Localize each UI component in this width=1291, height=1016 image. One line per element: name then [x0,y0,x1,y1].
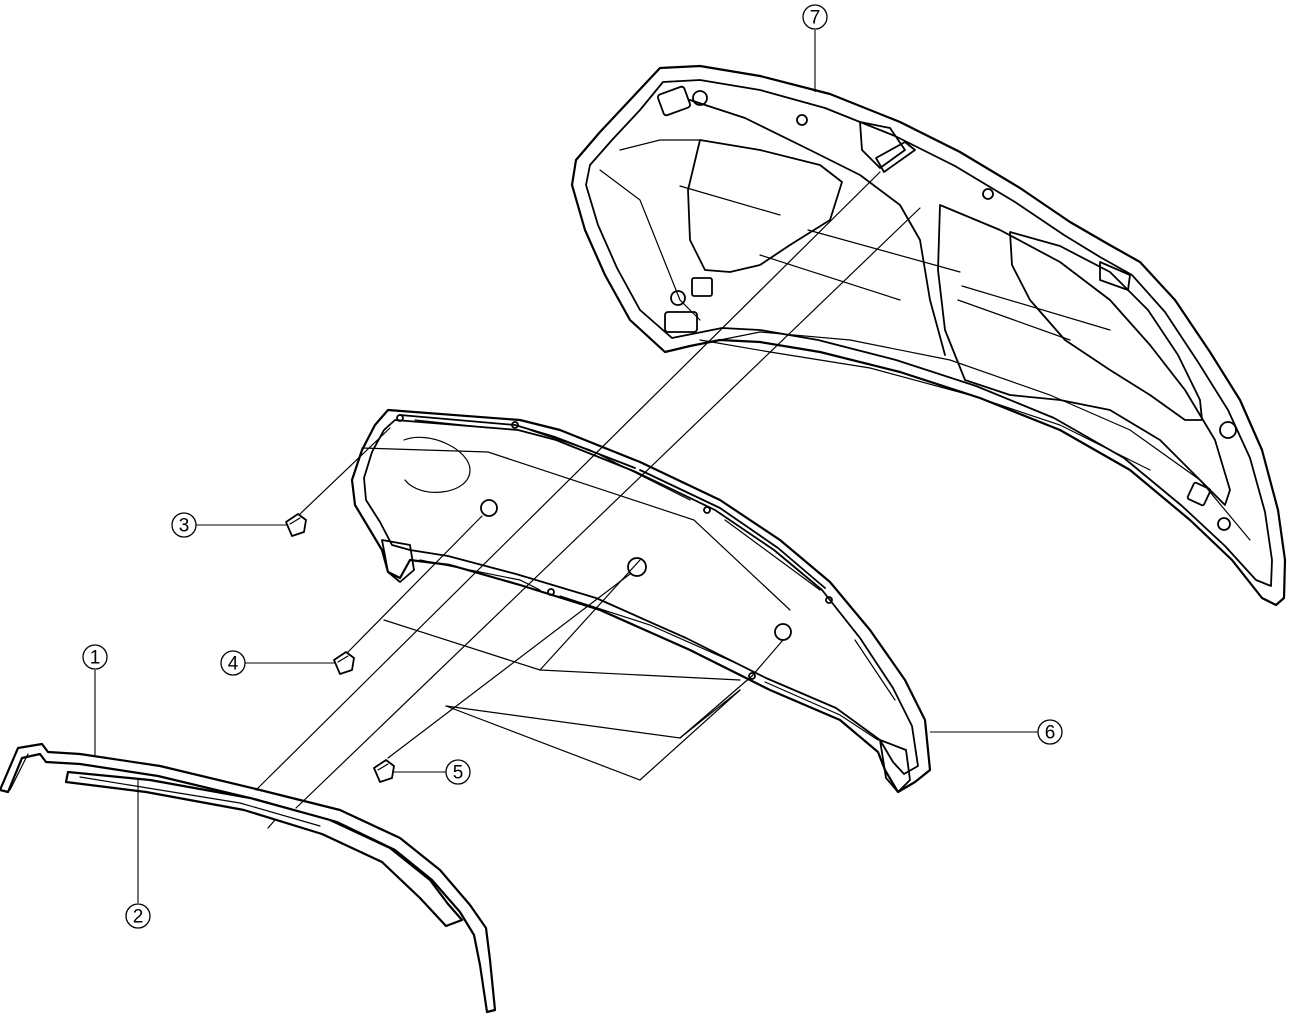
callout-1: 1 [82,644,108,755]
hood-panel [570,64,1287,607]
callout-6-label: 6 [1045,723,1056,744]
callout-5-label: 5 [453,763,464,784]
clip-3 [285,513,307,537]
assembly-lines [255,171,921,829]
clip-4 [333,651,355,675]
hood-seal-front [0,742,497,1014]
callout-2-label: 2 [133,907,144,928]
callout-7-label: 7 [810,8,821,29]
callout-3-label: 3 [179,516,190,537]
callout-7: 7 [802,4,828,92]
callout-2: 2 [125,780,151,929]
clip-5 [373,759,395,783]
callout-6: 6 [930,719,1063,745]
callout-4: 4 [220,650,336,676]
callout-4-label: 4 [228,654,239,675]
callout-5: 5 [392,759,471,785]
callout-3: 3 [171,512,288,538]
hood-seal-rear [64,770,464,928]
hood-insulator [350,408,932,794]
callout-1-label: 1 [90,648,101,669]
